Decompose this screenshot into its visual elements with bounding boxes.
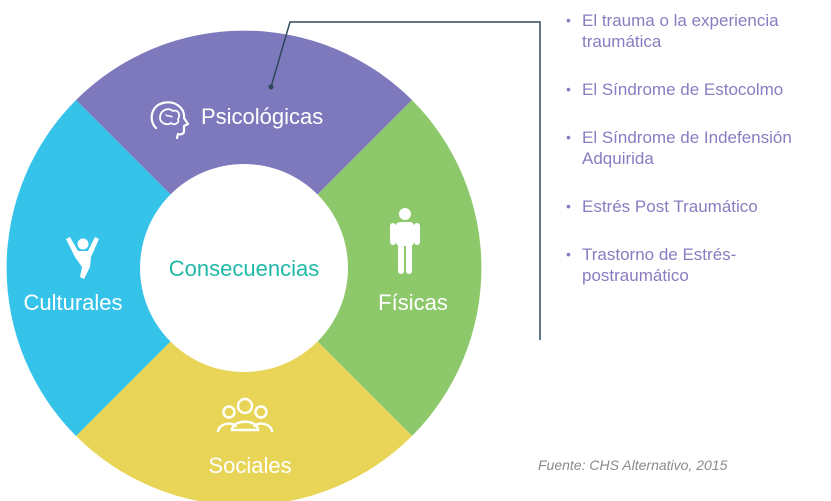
segment-label-fisicas: Físicas: [378, 290, 448, 315]
center-label: Consecuencias: [169, 256, 319, 281]
segment-label-psicologicas: Psicológicas: [201, 104, 323, 129]
bullet-marker: •: [566, 129, 571, 145]
segment-psicologicas: [76, 30, 412, 268]
segment-label-culturales: Culturales: [23, 290, 122, 315]
center-circle: [140, 164, 348, 372]
list-item-text: El Síndrome de Estocolmo: [582, 80, 784, 99]
connector-dot: [268, 84, 274, 90]
segment-sociales: [76, 268, 412, 501]
bullet-marker: •: [566, 12, 571, 28]
source-caption: Fuente: CHS Alternativo, 2015: [538, 457, 728, 473]
list-item: • El Síndrome de Estocolmo: [566, 79, 828, 100]
bullet-marker: •: [566, 198, 571, 214]
group-icon: [216, 397, 274, 433]
list-item: • Trastorno de Estrés-postraumático: [566, 244, 828, 286]
person-icon: [390, 208, 420, 274]
segment-fisicas: [244, 100, 482, 436]
list-item-text: El trauma o la experiencia traumática: [582, 11, 779, 51]
list-item: • Estrés Post Traumático: [566, 196, 828, 217]
list-item-text: Trastorno de Estrés-postraumático: [582, 245, 737, 285]
list-item-text: El Síndrome de Indefensión Adquirida: [582, 128, 792, 168]
connector-line: [270, 21, 541, 340]
consequences-list: • El trauma o la experiencia traumática •…: [566, 10, 828, 313]
bullet-marker: •: [566, 81, 571, 97]
brain-head-icon: [150, 101, 190, 140]
cheering-person-icon: [66, 237, 99, 279]
list-item: • El Síndrome de Indefensión Adquirida: [566, 127, 828, 169]
bullet-marker: •: [566, 246, 571, 262]
list-item: • El trauma o la experiencia traumática: [566, 10, 828, 52]
segment-culturales: [6, 100, 245, 436]
segment-label-sociales: Sociales: [208, 453, 291, 478]
list-item-text: Estrés Post Traumático: [582, 197, 758, 216]
